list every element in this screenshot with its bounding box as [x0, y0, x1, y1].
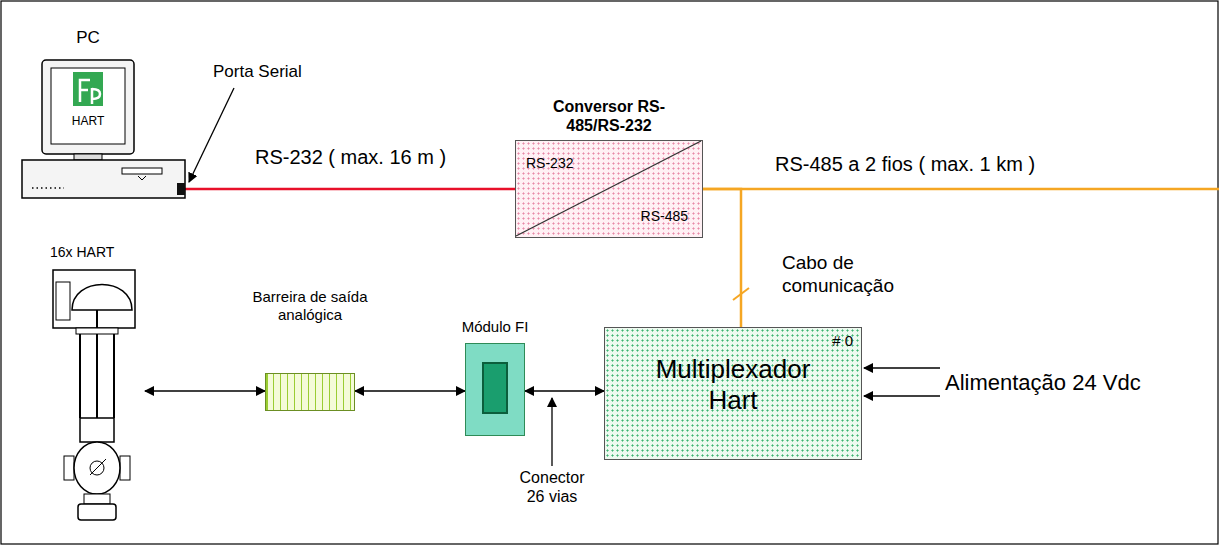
- control-valve: 16x HART: [50, 268, 145, 525]
- computer-drawing: [22, 58, 185, 200]
- cable-label: RS-232 ( max. 16 m ): [255, 145, 446, 169]
- plug-mark: [90, 459, 106, 475]
- box-heading: Módulo FI: [462, 318, 529, 336]
- connector-label: Conector 26 vias: [512, 468, 592, 506]
- flange: [120, 456, 130, 480]
- yoke-top: [76, 328, 118, 334]
- logo-mark: [80, 80, 100, 104]
- power-arrow: [864, 395, 940, 396]
- device-title: PC: [68, 28, 108, 48]
- box-heading: Barreira de saída analógica: [235, 288, 385, 324]
- barrier-box: Barreira de saída analógica: [265, 373, 355, 411]
- communication-cable: [703, 189, 741, 327]
- valve-drawing: [50, 268, 145, 525]
- serial-port: [177, 183, 185, 195]
- port-label: RS-232: [526, 155, 573, 172]
- positioner: [56, 282, 70, 320]
- cable-label: Cabo de comunicação: [782, 252, 917, 298]
- screen: [51, 68, 125, 144]
- rs232-cable: [185, 188, 515, 191]
- bonnet: [80, 418, 114, 442]
- multiplexer-box: # 0 Multiplexador Hart: [604, 327, 862, 460]
- computer-node: PCHART: [22, 58, 185, 200]
- power-arrow: [864, 367, 940, 368]
- port-label: RS-485: [641, 208, 688, 225]
- monitor: [42, 60, 134, 154]
- signal-arrow: [525, 390, 604, 391]
- power-label: Alimentação 24 Vdc: [945, 370, 1141, 396]
- actuator-housing: [53, 270, 135, 328]
- rs485-bus: [703, 188, 1219, 191]
- leader-line: [551, 398, 552, 466]
- bottom-flange: [78, 504, 116, 520]
- logo: [73, 72, 103, 106]
- port-label: Porta Serial: [213, 62, 302, 82]
- signal-arrow: [145, 390, 265, 391]
- leader-line: [189, 88, 234, 182]
- diagonal-line: [516, 141, 701, 236]
- box-title: Multiplexador Hart: [643, 354, 823, 416]
- bottom-cap: [84, 494, 110, 504]
- flange: [64, 456, 74, 480]
- valve-body: [74, 442, 120, 494]
- converter-box: Conversor RS-485/RS-232RS-232RS-485: [515, 140, 703, 238]
- drive-slot: [122, 168, 162, 174]
- module-socket: [482, 362, 508, 414]
- screen-text: HART: [52, 114, 124, 128]
- vent-dots: [32, 187, 64, 189]
- monitor-neck: [74, 154, 102, 160]
- device-title: 16x HART: [50, 244, 114, 261]
- unit-number: # 0: [832, 332, 853, 350]
- fi-module: Módulo FI: [465, 343, 525, 436]
- bus-label: RS-485 a 2 fios ( max. 1 km ): [775, 152, 1035, 176]
- drive-mark: [138, 176, 146, 180]
- yoke: [80, 334, 114, 418]
- computer-case: [22, 160, 185, 198]
- signal-arrow: [355, 390, 465, 391]
- box-heading: Conversor RS-485/RS-232: [544, 97, 674, 135]
- actuator-dome: [72, 285, 132, 311]
